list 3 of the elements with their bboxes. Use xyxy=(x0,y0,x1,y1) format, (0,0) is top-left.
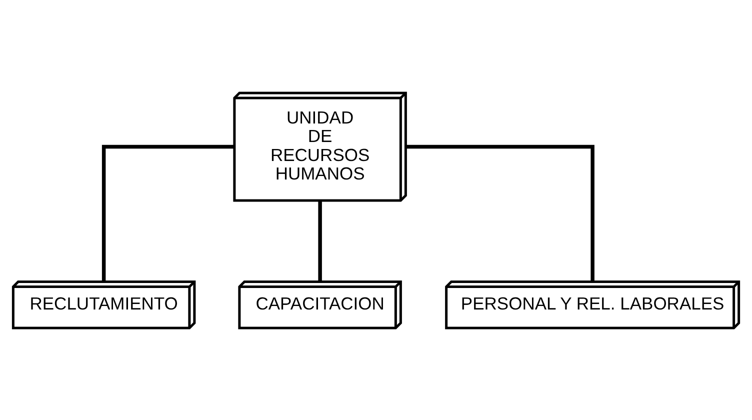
connector xyxy=(406,144,594,282)
connector xyxy=(318,200,322,282)
connector xyxy=(102,144,234,282)
